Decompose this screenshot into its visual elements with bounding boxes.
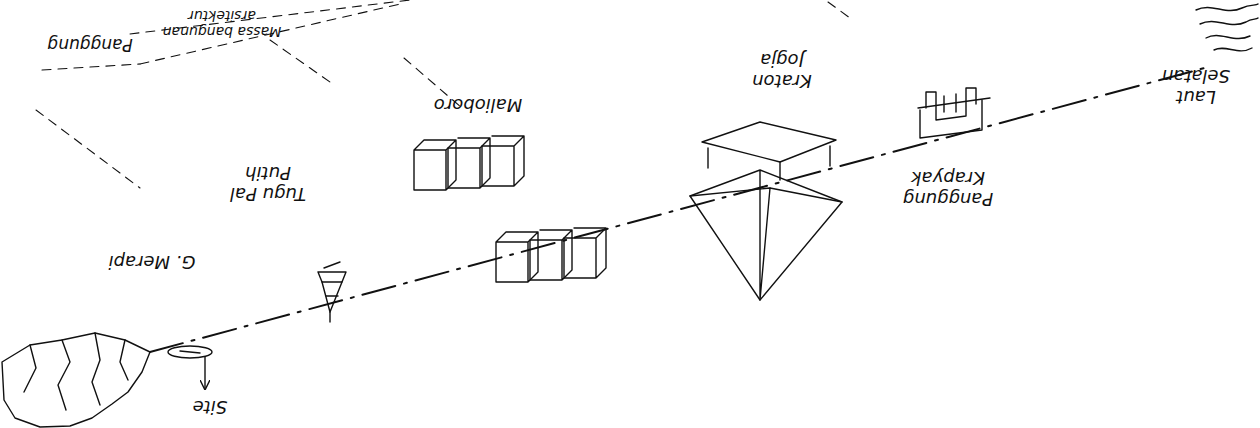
sea-name: Laut Selatan <box>1151 65 1241 106</box>
site-label: Site <box>180 397 240 418</box>
axis-line <box>150 66 1212 352</box>
monument-name: Tugu Pal Putih <box>221 162 316 203</box>
guide-note: Massa bangunan arsitektur <box>137 8 307 40</box>
palace-name: Kraton Jogja <box>737 49 827 90</box>
guide-lines <box>36 0 850 188</box>
guide-note: Panggung <box>35 34 145 54</box>
tugu-monument <box>318 262 346 322</box>
kraton-pavilion <box>690 122 842 300</box>
site-marker <box>168 346 212 388</box>
mountain-sketch <box>2 333 150 427</box>
krapyak-building <box>918 88 990 138</box>
building-name: Panggung Krapyak <box>893 167 1003 208</box>
sea-waves <box>1196 4 1258 51</box>
street-name: Malioboro <box>418 95 538 116</box>
mountain-name: G. Merapi <box>97 252 207 273</box>
malioboro-buildings <box>414 136 606 282</box>
